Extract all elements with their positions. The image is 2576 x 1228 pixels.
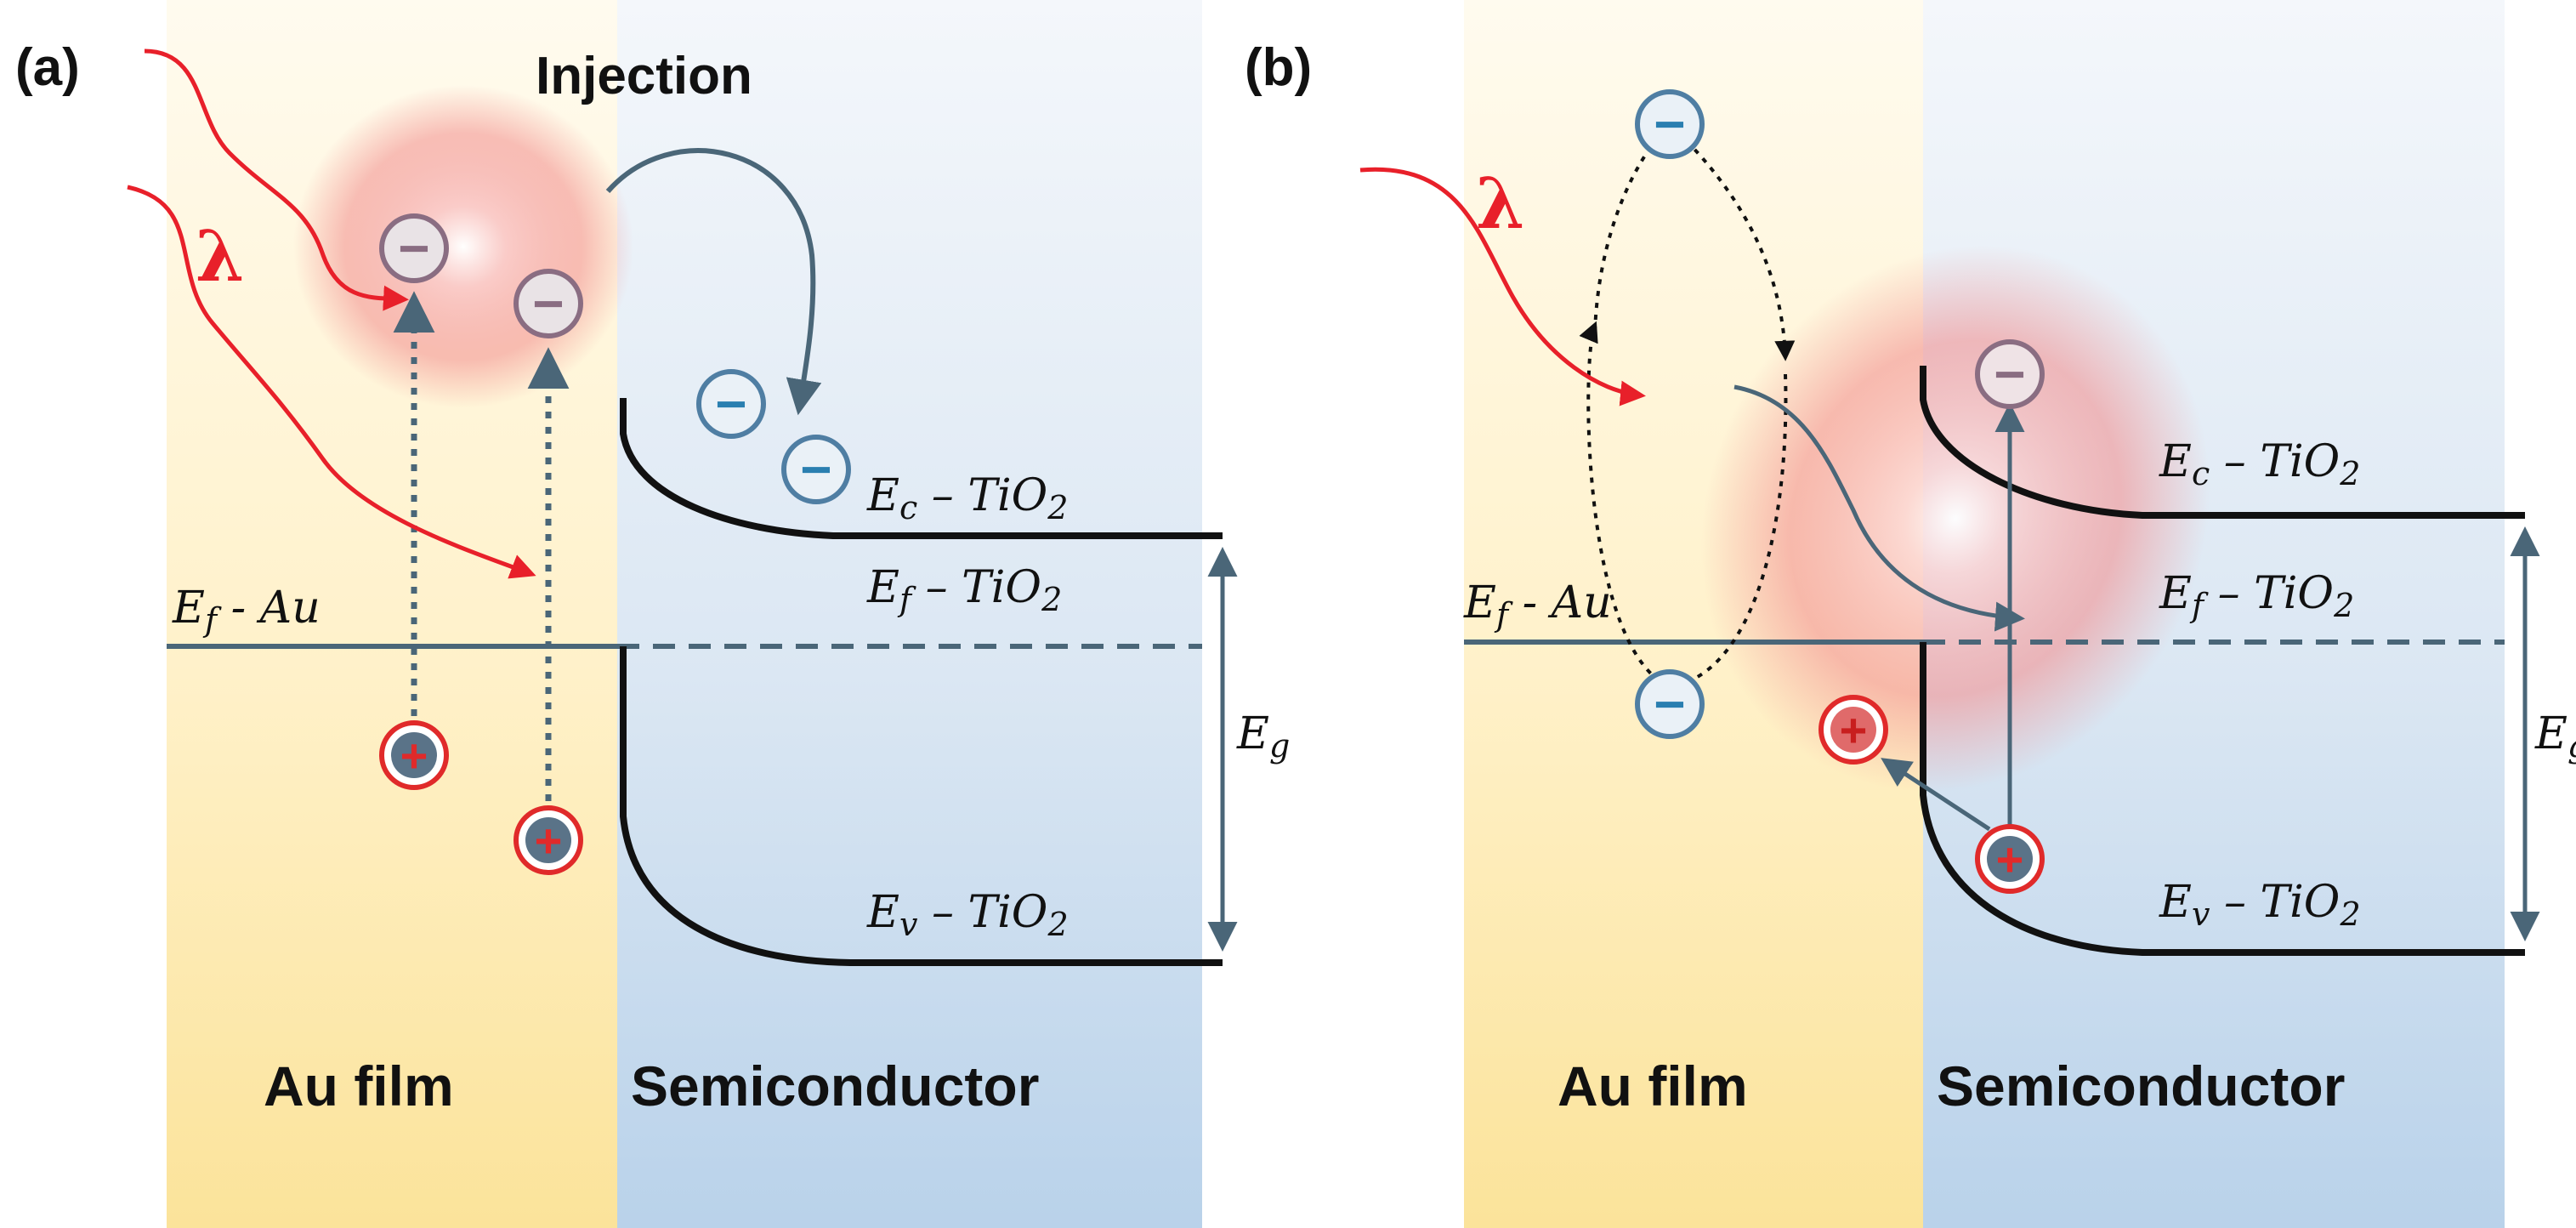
plasmon-glow — [1700, 245, 2210, 793]
injection-arrow — [605, 148, 822, 416]
svg-text:−: − — [398, 218, 429, 279]
au-film-label: Au film — [1558, 1055, 1748, 1117]
conduction-band-curve — [1920, 366, 2525, 519]
wavelength-symbol-a: λ — [196, 216, 245, 298]
electron-transfer-arrow — [1733, 384, 2025, 632]
valence-band-curve — [620, 646, 1223, 966]
band-gap-label: Eg — [1236, 708, 1290, 765]
hole-transfer-arrow — [1881, 758, 1991, 832]
light-ray-1 — [144, 48, 409, 311]
semiconductor-label: Semiconductor — [631, 1055, 1039, 1117]
oscillating-electron-bottom: − — [1635, 669, 1705, 739]
svg-text:+: + — [1996, 833, 2024, 886]
oscillation-loop-right — [1669, 373, 1788, 689]
fermi-level-tio2-label: Ef – TiO2 — [866, 562, 1062, 618]
light-ray — [1359, 167, 1646, 406]
wavelength-symbol-b: λ — [1476, 163, 1525, 245]
au-film-label: Au film — [264, 1055, 454, 1117]
svg-text:−: − — [532, 273, 564, 334]
svg-text:−: − — [800, 439, 831, 500]
hole-2: + — [513, 805, 583, 875]
hot-electron-2: − — [513, 269, 583, 338]
oscillation-loop-left — [1579, 321, 1671, 689]
fermi-level-tio2-label: Ef – TiO2 — [2159, 568, 2354, 624]
panel-a: − − − − + + (a) Injection λ Ef - Au — [15, 0, 1290, 1228]
light-ray-2 — [127, 185, 536, 579]
svg-text:+: + — [535, 814, 563, 867]
svg-text:−: − — [715, 373, 746, 435]
hot-electron-1: − — [379, 213, 449, 283]
hole-1: + — [379, 720, 449, 790]
injected-electron-2: − — [781, 435, 851, 504]
semiconductor-label: Semiconductor — [1937, 1055, 2345, 1117]
svg-text:+: + — [1840, 703, 1868, 757]
valence-band-label: Ev – TiO2 — [866, 887, 1069, 943]
panel-b: − − − + + (b) λ Ef - Au Ec – TiO2 Ef – T… — [1245, 0, 2576, 1228]
injected-electron-1: − — [696, 369, 766, 439]
svg-text:−: − — [1994, 344, 2025, 405]
conduction-band-label: Ec – TiO2 — [2159, 436, 2360, 492]
injection-label: Injection — [536, 47, 752, 105]
oscillating-electron-top: − — [1635, 89, 1705, 159]
panel-label-b: (b) — [1245, 38, 1312, 97]
semiconductor-region — [617, 0, 1202, 1228]
conduction-band-label: Ec – TiO2 — [866, 470, 1068, 526]
svg-text:−: − — [1654, 674, 1685, 735]
transferred-hole: + — [1819, 695, 1888, 765]
conduction-band-curve — [620, 398, 1223, 539]
excited-electron: − — [1975, 339, 2045, 409]
valence-hole: + — [1975, 824, 2045, 894]
valence-band-label: Ev – TiO2 — [2159, 877, 2361, 933]
valence-band-curve — [1920, 642, 2525, 956]
fermi-level-au-label: Ef - Au — [172, 583, 321, 639]
plasmon-glow — [293, 85, 633, 408]
svg-text:+: + — [400, 729, 428, 782]
svg-text:−: − — [1654, 94, 1685, 155]
band-gap-label: Eg — [2534, 708, 2576, 765]
fermi-level-au-label: Ef - Au — [1463, 577, 1612, 634]
panel-label-a: (a) — [15, 38, 80, 97]
